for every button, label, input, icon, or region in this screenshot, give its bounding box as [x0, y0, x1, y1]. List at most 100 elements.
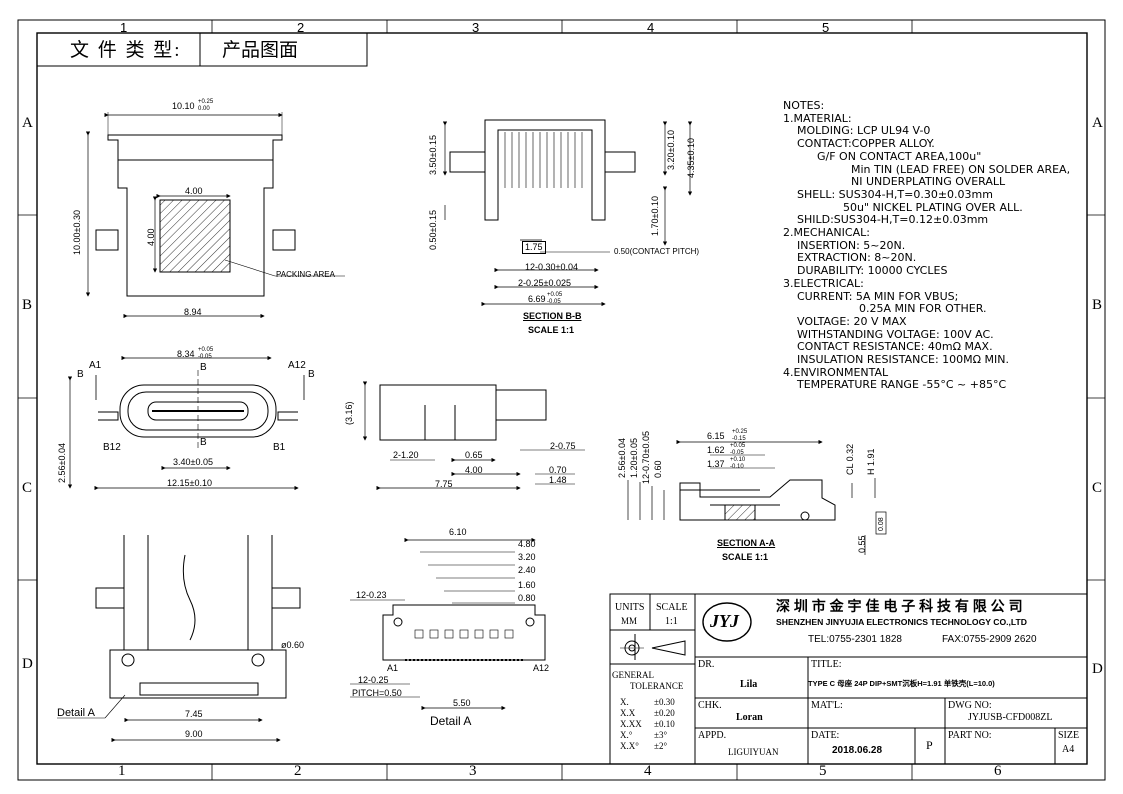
appd-value: LIGUIYUAN [728, 747, 779, 757]
detail-a-title: Detail A [430, 714, 472, 728]
rev-value: P [926, 738, 933, 752]
units-value: MM [621, 616, 638, 626]
zone-ticks [18, 20, 1105, 780]
date-label: DATE: [811, 730, 840, 741]
dim-label: +0.25 [198, 99, 214, 105]
projection-symbol [620, 640, 686, 656]
dim-label: 0.80 [518, 593, 536, 603]
front-view [67, 355, 305, 491]
dim-label: 0.70 [549, 465, 567, 475]
scale-value: 1:1 [665, 616, 678, 627]
note-line: EXTRACTION: 8~20N. [797, 251, 917, 265]
dim-label: 10.10 [172, 101, 195, 111]
chk-value: Loran [736, 712, 763, 723]
dim-label: 8.34 [177, 349, 195, 359]
dim-label: 0.60 [653, 460, 663, 478]
company-logo [702, 602, 752, 642]
dim-label: 12.15±0.10 [167, 478, 212, 488]
detail-a-callout: Detail A [57, 707, 95, 719]
dim-label: 5.50 [453, 698, 471, 708]
grid-row-right-c: C [1092, 480, 1103, 496]
appd-label: APPD. [698, 730, 727, 741]
dim-label: (3.16) [344, 401, 354, 425]
section-mark-b: B [200, 362, 207, 373]
section-bb-scale: SCALE 1:1 [528, 325, 575, 335]
company-name-en: SHENZHEN JINYUJIA ELECTRONICS TECHNOLOGY… [776, 617, 1027, 627]
note-line: VOLTAGE: 20 V MAX [797, 314, 907, 328]
top-view [85, 112, 345, 319]
dim-label: 2.56±0.04 [57, 443, 67, 483]
section-bb-view [442, 119, 693, 307]
title-block-frame [609, 593, 1088, 765]
note-line: SHELL: SUS304-H,T=0.30±0.03mm [797, 187, 993, 201]
size-label: SIZE [1058, 730, 1080, 741]
dim-label: 7.75 [435, 479, 453, 489]
grid-row-right-b: B [1092, 297, 1103, 313]
dim-label: 2-0.25±0.025 [518, 278, 571, 288]
dim-label: 12-0.25 [358, 675, 389, 685]
title-value: TYPE C 母座 24P DIP+SMT沉板H=1.91 单铁壳(L=10.0… [808, 679, 995, 688]
note-line: CONTACT RESISTANCE: 40mΩ MAX. [797, 340, 993, 354]
doc-type-value: 产品图面 [222, 40, 299, 61]
note-line: 0.25A MIN FOR OTHER. [859, 302, 987, 316]
contact-pitch-label: 0.50(CONTACT PITCH) [614, 247, 700, 256]
dim-label: 0.08 [878, 517, 885, 531]
pin-label-a1: A1 [387, 663, 399, 673]
pin-label-a12: A12 [288, 360, 306, 371]
dim-label: 4.35±0.10 [686, 138, 696, 178]
section-aa-scale: SCALE 1:1 [722, 552, 769, 562]
dim-label: +0.25 [732, 429, 748, 435]
note-line: DURABILITY: 10000 CYCLES [797, 264, 948, 278]
tolerance-title: TOLERANCE [630, 681, 684, 691]
dim-label: 4.00 [185, 186, 203, 196]
grid-col-top-1: 1 [120, 20, 128, 35]
dim-label: 1.70±0.10 [650, 196, 660, 236]
grid-col-bottom-4: 4 [644, 763, 652, 779]
tolerance-value: ±0.30 [654, 697, 675, 707]
dim-label: 3.20 [518, 552, 536, 562]
section-aa-view [627, 439, 887, 555]
dim-label: 1.48 [549, 475, 567, 485]
packing-area-label: PACKING AREA [276, 270, 335, 279]
note-line: NOTES: [783, 99, 825, 112]
note-line: 4.ENVIRONMENTAL [783, 365, 889, 379]
grid-row-right-d: D [1092, 661, 1103, 677]
tolerance-key: X.X [620, 708, 636, 718]
dim-label: -0.10 [730, 464, 744, 470]
company-tel: TEL:0755-2301 1828 [808, 634, 902, 645]
dim-label: 0.55 [857, 535, 867, 553]
part-label: PART NO: [948, 730, 992, 741]
dim-label: -0.05 [547, 299, 561, 305]
dim-label: 1.62 [707, 445, 725, 455]
grid-row-left-b: B [22, 297, 33, 313]
company-name-cn: 深 圳 市 金 宇 佳 电 子 科 技 有 限 公 司 [776, 598, 1023, 614]
dim-label: +0.05 [198, 347, 214, 353]
tolerance-title: GENERAL [612, 670, 654, 680]
dim-label: -0.05 [730, 450, 744, 456]
side-view [362, 381, 585, 491]
note-line: SHILD:SUS304-H,T=0.12±0.03mm [797, 213, 989, 227]
dim-label: 6.15 [707, 431, 725, 441]
date-value: 2018.06.28 [832, 745, 883, 756]
dim-label: 6.69 [528, 294, 546, 304]
dim-label: 2.40 [518, 565, 536, 575]
tolerance-value: ±0.20 [654, 708, 675, 718]
dim-label: 1.60 [518, 580, 536, 590]
grid-col-top-3: 3 [472, 20, 480, 35]
dim-label: 2.56±0.04 [617, 438, 627, 478]
grid-row-right-a: A [1092, 115, 1103, 131]
note-line: 1.MATERIAL: [783, 111, 852, 125]
dim-label: 3.20±0.10 [666, 130, 676, 170]
section-bb-title: SECTION B-B [523, 311, 582, 321]
dim-label: 2-0.75 [550, 441, 576, 451]
dim-label: 12-0.23 [356, 590, 387, 600]
dim-label: 0.50±0.15 [428, 210, 438, 250]
dim-label: ø0.60 [281, 640, 305, 650]
notes-block: NOTES: 1.MATERIAL: MOLDING: LCP UL94 V-0… [783, 99, 1071, 392]
note-line: Min TIN (LEAD FREE) ON SOLDER AREA, [851, 162, 1071, 176]
logo-text: JYJ [710, 611, 739, 631]
dim-label: 9.00 [185, 729, 203, 739]
section-mark-b: B [77, 369, 84, 380]
dim-label: +0.05 [547, 292, 563, 298]
bottom-view [57, 535, 301, 743]
